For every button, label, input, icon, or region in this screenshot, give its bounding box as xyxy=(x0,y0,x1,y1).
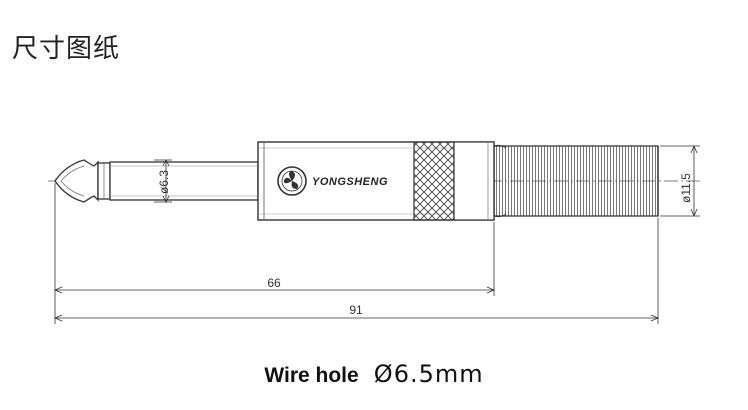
brand-name: YONGSHENG xyxy=(312,176,388,188)
tip-diameter-label: ø6.3 xyxy=(157,170,171,194)
knurled-band xyxy=(413,141,455,221)
wire-hole-caption: Wire hole Ø6.5mm xyxy=(0,360,748,388)
wire-hole-value: Ø6.5mm xyxy=(373,360,484,388)
threaded-tail xyxy=(493,145,659,217)
body-length-label: 66 xyxy=(267,276,281,290)
tail-diameter-label: ø11.5 xyxy=(679,173,693,203)
plug-sleeve xyxy=(109,161,259,201)
yongsheng-logo-icon xyxy=(277,166,307,196)
wire-hole-label: Wire hole xyxy=(264,364,359,387)
total-length-label: 91 xyxy=(349,303,363,317)
page-title: 尺寸图纸 xyxy=(12,34,121,64)
